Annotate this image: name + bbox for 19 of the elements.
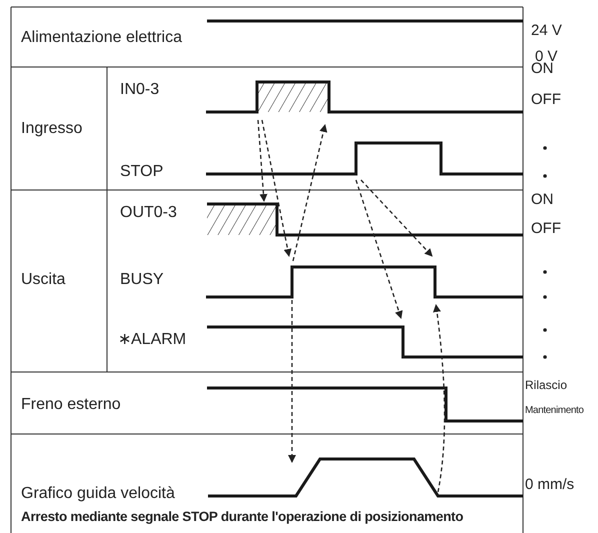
- signal-name: IN0-3: [120, 81, 160, 99]
- signal-name: STOP: [120, 163, 164, 181]
- group-label: Ingresso: [21, 120, 82, 138]
- state-label: Rilascio: [525, 377, 568, 394]
- state-label: ON: [531, 191, 554, 209]
- signal-name: ∗ALARM: [118, 331, 186, 349]
- group-label: Uscita: [21, 271, 66, 289]
- state-label: ON: [531, 60, 554, 78]
- caption: Arresto mediante segnale STOP durante l'operazione di posizionamento: [21, 509, 464, 524]
- row-label: Freno esterno: [21, 396, 121, 414]
- row-label: Alimentazione elettrica: [21, 29, 182, 47]
- state-label: OFF: [531, 91, 561, 109]
- state-label: OFF: [531, 220, 561, 238]
- row-label: Grafico guida velocità: [21, 485, 175, 503]
- level-label: 0 mm/s: [525, 476, 574, 494]
- signal-name: OUT0-3: [120, 204, 177, 222]
- level-label: 24 V: [531, 22, 562, 40]
- signal-name: BUSY: [120, 271, 164, 289]
- state-label: Mantenimento: [525, 404, 584, 418]
